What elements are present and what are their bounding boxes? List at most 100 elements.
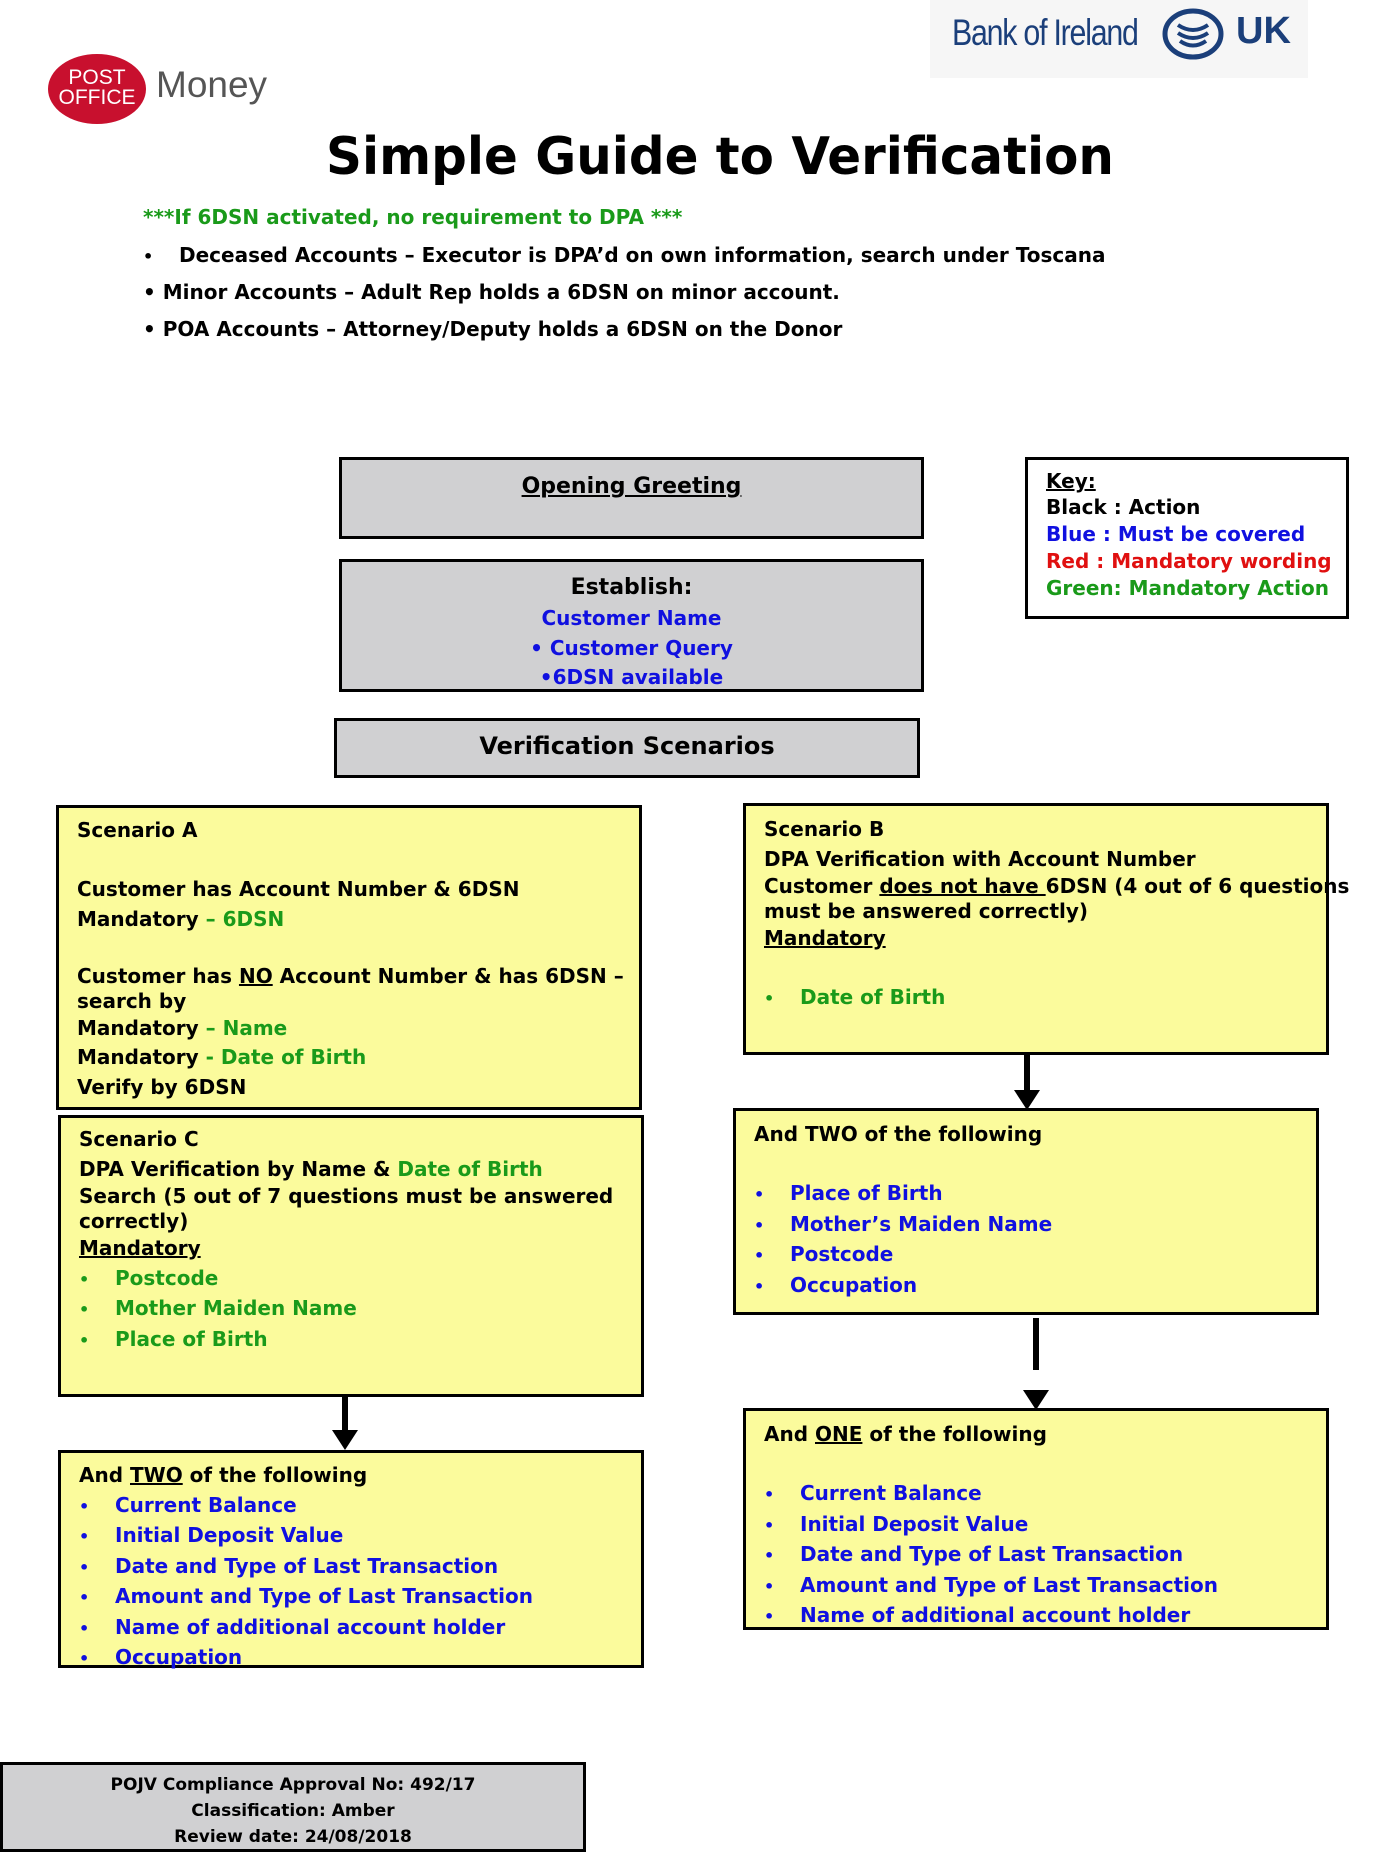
list-item-label: Occupation	[115, 1645, 243, 1669]
scenario-c-box: Scenario C DPA Verification by Name & Da…	[58, 1115, 644, 1397]
text: DPA Verification by Name &	[79, 1156, 398, 1181]
list-item: •Name of additional account holder	[764, 1601, 1326, 1632]
bullet-icon: •	[754, 1246, 765, 1265]
bullet-icon: •	[754, 1185, 765, 1204]
list-item-label: Initial Deposit Value	[800, 1511, 1029, 1536]
intro-bullet-text: Deceased Accounts – Executor is DPA’d on…	[179, 243, 1106, 267]
list-item-label: Mother’s Maiden Name	[790, 1211, 1053, 1236]
key-green: Green: Mandatory Action	[1046, 576, 1329, 600]
intro-note: ***If 6DSN activated, no requirement to …	[143, 205, 683, 229]
scenario-c-line1: DPA Verification by Name & Date of Birth	[79, 1155, 641, 1185]
footer-box: POJV Compliance Approval No: 492/17 Clas…	[0, 1762, 586, 1852]
boi-uk-text: UK	[1236, 10, 1291, 52]
list-item-label: Name of additional account holder	[800, 1603, 1191, 1627]
scenario-a-line1: Customer has Account Number & 6DSN	[77, 877, 520, 901]
mandatory-label: Mandatory	[77, 906, 199, 931]
scenario-c-line3: correctly)	[79, 1209, 189, 1233]
establish-item: •6DSN available	[539, 665, 724, 689]
bullet-icon: •	[764, 1576, 775, 1596]
arrow-down-icon	[1023, 1390, 1049, 1410]
bullet-icon: •	[79, 1330, 90, 1350]
bullet-icon: •	[79, 1527, 90, 1546]
scenario-c-mandatory: Mandatory	[79, 1236, 201, 1260]
list-item: • Mother’s Maiden Name	[754, 1210, 1316, 1241]
bullet-icon: •	[79, 1300, 90, 1319]
list-item: •Initial Deposit Value	[764, 1510, 1326, 1541]
scenario-b-mandatory: Mandatory	[764, 926, 886, 950]
list-item-label: Amount and Type of Last Transaction	[115, 1584, 533, 1608]
scenario-c-title: Scenario C	[79, 1127, 199, 1151]
list-item-label: Current Balance	[115, 1492, 297, 1517]
post-office-text-line1: POST	[68, 66, 126, 89]
list-item: • Amount and Type of Last Transaction	[764, 1571, 1326, 1602]
list-item: • Place of Birth	[754, 1179, 1316, 1210]
list-item-label: Initial Deposit Value	[115, 1523, 344, 1547]
list-item-label: Occupation	[790, 1272, 918, 1297]
bullet-icon: •	[764, 1546, 775, 1565]
spacer	[754, 1150, 1316, 1180]
list-item-label: Postcode	[115, 1265, 219, 1290]
scenario-a-mandatory-6dsn: Mandatory – 6DSN	[77, 905, 639, 935]
establish-item: Customer Name	[541, 606, 722, 630]
list-item-label: Current Balance	[800, 1481, 982, 1505]
scenario-a-mandatory-name: Mandatory – Name	[77, 1014, 639, 1044]
post-office-circle: POST OFFICE	[48, 54, 146, 124]
spacer	[764, 954, 1326, 984]
scenario-b-line2-cont: must be answered correctly)	[764, 899, 1089, 923]
list-item-label: Date and Type of Last Transaction	[800, 1542, 1184, 1566]
money-wordmark: Money	[156, 64, 268, 105]
footer-approval: POJV Compliance Approval No: 492/17	[110, 1775, 476, 1795]
list-item-label: Place of Birth	[115, 1326, 268, 1351]
list-item-label: Place of Birth	[790, 1181, 943, 1205]
text: Customer	[764, 874, 880, 898]
mandatory-value: - Date of Birth	[198, 1045, 367, 1069]
post-office-text-line2: OFFICE	[58, 86, 136, 109]
scenario-c-two-heading: And TWO of the following	[79, 1461, 641, 1491]
bullet-icon: •	[143, 280, 156, 304]
key-black: Black : Action	[1046, 495, 1201, 519]
list-item-label: Date and Type of Last Transaction	[115, 1553, 499, 1578]
list-item: • Name of additional account holder	[79, 1613, 641, 1644]
intro-bullet-deceased: • Deceased Accounts – Executor is DPA’d o…	[143, 243, 1105, 267]
key-box: Key: Black : Action Blue : Must be cover…	[1025, 457, 1349, 619]
page-title: Simple Guide to Verification	[326, 127, 1114, 187]
bullet-icon: •	[754, 1215, 765, 1235]
establish-item: • Customer Query	[530, 635, 733, 660]
scenario-a-box: Scenario A Customer has Account Number &…	[56, 805, 642, 1110]
bullet-icon: •	[764, 1485, 775, 1504]
list-item: • Current Balance	[79, 1491, 641, 1522]
scenario-a-line3-cont: search by	[77, 988, 187, 1013]
text: ONE	[815, 1422, 863, 1446]
bullet-icon: •	[79, 1649, 90, 1668]
text: And	[79, 1463, 130, 1487]
bullet-icon: •	[143, 247, 154, 266]
scenario-b-box: Scenario B DPA Verification with Account…	[743, 803, 1349, 1055]
key-blue: Blue : Must be covered	[1046, 522, 1306, 546]
list-item-label: Date of Birth	[800, 985, 946, 1009]
spacer	[77, 934, 639, 964]
bullet-icon: •	[79, 1557, 90, 1577]
text: Customer has	[77, 963, 239, 988]
text: Date of Birth	[397, 1156, 543, 1181]
bank-of-ireland-logo: Bank of Ireland UK	[930, 0, 1308, 78]
list-item-label: Name of additional account holder	[115, 1614, 506, 1639]
bullet-icon: •	[79, 1496, 90, 1516]
spacer	[77, 846, 639, 876]
bullet-icon: •	[79, 1269, 90, 1289]
scenario-b-one-heading: And ONE of the following	[764, 1420, 1326, 1450]
list-item: • Date and Type of Last Transaction	[764, 1540, 1326, 1571]
verification-scenarios-box: Verification Scenarios	[334, 718, 920, 778]
scenario-b-two-box: And TWO of the following •Place of Birth…	[733, 1108, 1319, 1315]
arrow-down-icon	[332, 1430, 358, 1450]
bullet-icon: •	[79, 1618, 90, 1638]
spacer	[764, 1450, 1326, 1480]
scenario-b-title: Scenario B	[764, 817, 885, 841]
list-item-label: Amount and Type of Last Transaction	[800, 1572, 1218, 1597]
mandatory-value: – 6DSN	[198, 906, 285, 931]
key-title: Key:	[1046, 469, 1096, 493]
text: 6DSN (4 out of 6 questions	[1045, 874, 1350, 898]
scenario-a-title: Scenario A	[77, 818, 198, 842]
list-item-label: Mother Maiden Name	[115, 1296, 357, 1320]
intro-bullet-minor: • Minor Accounts – Adult Rep holds a 6DS…	[143, 280, 840, 304]
list-item: •Date of Birth	[764, 983, 1326, 1014]
